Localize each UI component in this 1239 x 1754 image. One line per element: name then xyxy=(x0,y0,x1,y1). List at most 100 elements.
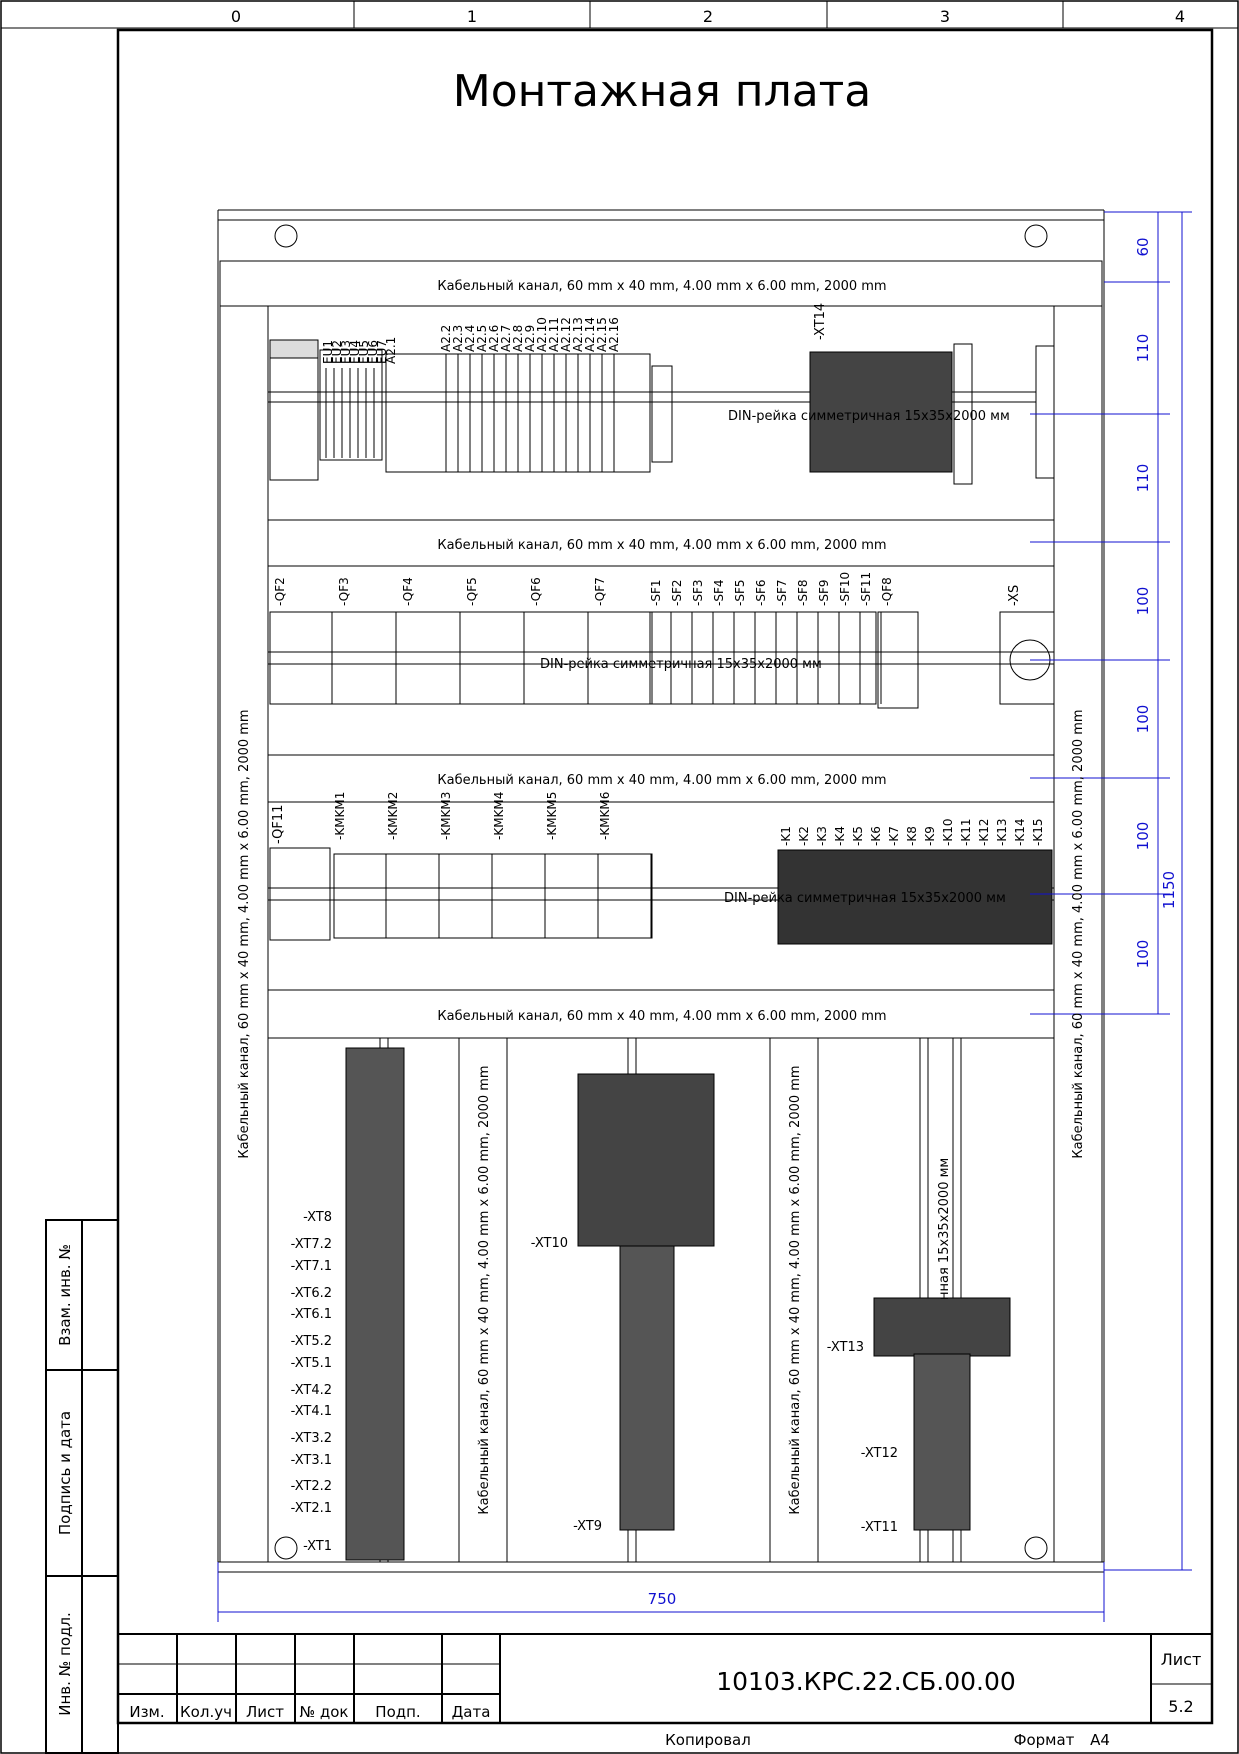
mounting-plate xyxy=(217,209,1105,1573)
label--sf8: -SF8 xyxy=(796,580,810,606)
zone-1: 1 xyxy=(467,7,477,26)
label--sf1: -SF1 xyxy=(649,580,663,606)
label--kmkm4: -KMKM4 xyxy=(492,792,506,840)
label--sf3: -SF3 xyxy=(691,580,705,606)
dim-right-5: 100 xyxy=(1134,822,1152,851)
label--sf11: -SF11 xyxy=(859,572,873,606)
doc-number: 10103.КРС.22.СБ.00.00 xyxy=(716,1667,1016,1696)
label-a2-8: A2.8 xyxy=(511,325,525,352)
dim-right-2: 110 xyxy=(1134,464,1152,493)
label--sf2: -SF2 xyxy=(670,580,684,606)
label--k10: -K10 xyxy=(941,819,955,846)
label--qf2: -QF2 xyxy=(273,577,287,606)
label--qf4: -QF4 xyxy=(401,577,415,606)
stamp-sign-date: Подпись и дата xyxy=(56,1411,74,1535)
label--k1: -K1 xyxy=(779,826,793,846)
label--qf5: -QF5 xyxy=(465,577,479,606)
label--sf10: -SF10 xyxy=(838,572,852,606)
din-rail-2: DIN-рейка симметричная 15x35x2000 мм xyxy=(540,657,822,672)
dim-width: 750 xyxy=(648,1590,677,1608)
dim-right-1: 110 xyxy=(1134,334,1152,363)
label--sf4: -SF4 xyxy=(712,580,726,606)
sheet-label: Лист xyxy=(1161,1650,1202,1669)
label--kmkm6: -KMKM6 xyxy=(598,792,612,840)
dim-right-6: 100 xyxy=(1134,940,1152,969)
label--k3: -K3 xyxy=(815,826,829,846)
label--xt2-2: -XT2.2 xyxy=(291,1479,332,1494)
page-title: Монтажная плата xyxy=(453,66,872,117)
label--sf9: -SF9 xyxy=(817,580,831,606)
label--k7: -K7 xyxy=(887,826,901,846)
din-rail-1: DIN-рейка симметричная 15x35x2000 мм xyxy=(728,409,1010,424)
zone-4: 4 xyxy=(1175,7,1185,26)
label-a2-16: A2.16 xyxy=(607,317,621,352)
label--k8: -K8 xyxy=(905,826,919,846)
label--sf7: -SF7 xyxy=(775,580,789,606)
label-a2-5: A2.5 xyxy=(475,325,489,352)
label-a2-7: A2.7 xyxy=(499,325,513,352)
cable-channel-right: Кабельный канал, 60 mm x 40 mm, 4.00 mm … xyxy=(1071,709,1086,1158)
label--k2: -K2 xyxy=(797,826,811,846)
label-eu6: EU6 xyxy=(366,340,380,364)
din-rail-fragment: нная 15x35x2000 мм xyxy=(937,1158,952,1300)
label-a2-3: A2.3 xyxy=(451,325,465,352)
tb-doc: № док xyxy=(300,1703,349,1721)
cable-channel-left: Кабельный канал, 60 mm x 40 mm, 4.00 mm … xyxy=(237,709,252,1158)
label-eu7: EU7 xyxy=(375,340,389,364)
label-eu4: EU4 xyxy=(348,340,362,364)
label--qf3: -QF3 xyxy=(337,577,351,606)
label--xt2-1: -XT2.1 xyxy=(291,1501,332,1516)
label--k11: -K11 xyxy=(959,819,973,846)
label-a2-9: A2.9 xyxy=(523,325,537,352)
stamp-inv-orig: Инв. № подл. xyxy=(56,1612,74,1715)
label-eu3: EU3 xyxy=(339,340,353,364)
label-a2-10: A2.10 xyxy=(535,317,549,352)
label--xt8: -XT8 xyxy=(303,1210,332,1225)
label--qf6: -QF6 xyxy=(529,577,543,606)
terminal-xt13: -XT13 xyxy=(827,1340,864,1355)
dim-right-0: 60 xyxy=(1134,237,1152,256)
terminal-xt12: -XT12 xyxy=(861,1446,898,1461)
label--xt6-2: -XT6.2 xyxy=(291,1286,332,1301)
label-a2-14: A2.14 xyxy=(583,317,597,352)
cable-channel-mid-2: Кабельный канал, 60 mm x 40 mm, 4.00 mm … xyxy=(788,1065,803,1514)
label--xt6-1: -XT6.1 xyxy=(291,1307,332,1322)
label--xt4-2: -XT4.2 xyxy=(291,1383,332,1398)
label--k9: -K9 xyxy=(923,826,937,846)
label--k6: -K6 xyxy=(869,826,883,846)
label--kmkm2: -KMKM2 xyxy=(386,792,400,840)
terminal-xt9: -XT9 xyxy=(573,1519,602,1534)
label--xt7-2: -XT7.2 xyxy=(291,1237,332,1252)
tb-kol: Кол.уч xyxy=(180,1703,232,1721)
label--xt5-2: -XT5.2 xyxy=(291,1334,332,1349)
label--sf6: -SF6 xyxy=(754,580,768,606)
zone-3: 3 xyxy=(940,7,950,26)
label-eu1: EU1 xyxy=(321,340,335,364)
label--sf5: -SF5 xyxy=(733,580,747,606)
dim-right-3: 100 xyxy=(1134,587,1152,616)
din-rail-3: DIN-рейка симметричная 15x35x2000 мм xyxy=(724,891,1006,906)
dim-total-height: 1150 xyxy=(1160,871,1178,909)
tb-sign: Подп. xyxy=(375,1703,420,1721)
label-a2-12: A2.12 xyxy=(559,317,573,352)
tb-date: Дата xyxy=(452,1703,491,1721)
label-a2-13: A2.13 xyxy=(571,317,585,352)
label--k5: -K5 xyxy=(851,826,865,846)
terminal-xt10: -XT10 xyxy=(531,1236,568,1251)
zone-0: 0 xyxy=(231,7,241,26)
dim-right-4: 100 xyxy=(1134,705,1152,734)
label-a2-1: A2.1 xyxy=(384,337,398,364)
format-value: А4 xyxy=(1090,1731,1110,1749)
cable-channel-mid-1: Кабельный канал, 60 mm x 40 mm, 4.00 mm … xyxy=(477,1065,492,1514)
label--xt5-1: -XT5.1 xyxy=(291,1356,332,1371)
tb-list: Лист xyxy=(246,1703,284,1721)
cable-channel-2: Кабельный канал, 60 mm x 40 mm, 4.00 mm … xyxy=(437,538,886,553)
label--k12: -K12 xyxy=(977,819,991,846)
label--qf8: -QF8 xyxy=(880,577,894,606)
label--xt4-1: -XT4.1 xyxy=(291,1404,332,1419)
label--k4: -K4 xyxy=(833,826,847,846)
label--k14: -K14 xyxy=(1013,819,1027,846)
cable-channel-4: Кабельный канал, 60 mm x 40 mm, 4.00 mm … xyxy=(437,1009,886,1024)
label--kmkm5: -KMKM5 xyxy=(545,792,559,840)
